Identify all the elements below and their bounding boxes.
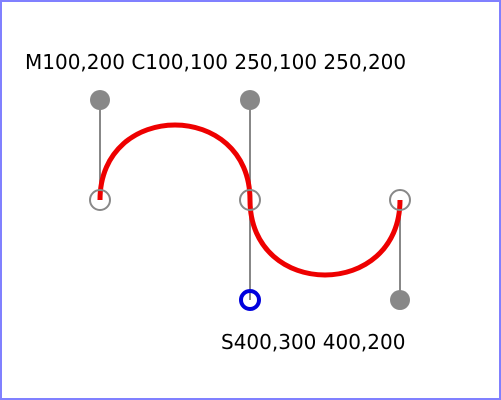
bezier-curve bbox=[97, 122, 403, 278]
control-point-first bbox=[90, 90, 110, 110]
reflected-control-point bbox=[239, 289, 261, 311]
end-point-end bbox=[389, 189, 411, 211]
control-points bbox=[90, 90, 410, 311]
path-label-bottom: S400,300 400,200 bbox=[221, 330, 405, 354]
end-points bbox=[89, 189, 411, 211]
path-label-top: M100,200 C100,100 250,100 250,200 bbox=[25, 50, 406, 74]
end-point-start bbox=[89, 189, 111, 211]
control-point-last bbox=[390, 290, 410, 310]
control-point-second bbox=[240, 90, 260, 110]
end-point-mid bbox=[239, 189, 261, 211]
